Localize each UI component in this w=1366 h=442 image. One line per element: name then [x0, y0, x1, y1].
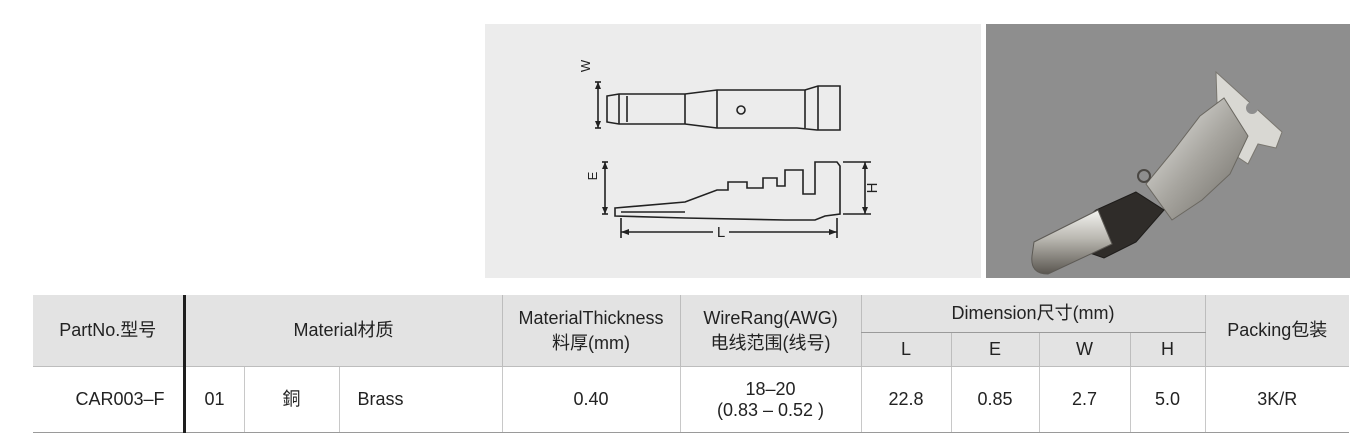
cell-partno: CAR003–F	[33, 366, 184, 433]
header-dim-h: H	[1129, 332, 1206, 367]
cell-dim-l: 22.8	[860, 366, 952, 433]
cell-dim-w: 2.7	[1038, 366, 1131, 433]
header-packing: Packing包装	[1204, 295, 1350, 367]
table-row: CAR003–F 01 銅 Brass 0.40 18–20 (0.83 – 0…	[33, 366, 1350, 433]
header-partno: PartNo.型号	[33, 295, 184, 367]
header-dimension: Dimension尺寸(mm)	[860, 295, 1206, 333]
header-dim-e: E	[950, 332, 1040, 367]
header-dim-l: L	[860, 332, 952, 367]
header-wire-en: WireRang(AWG)	[703, 307, 838, 328]
cell-material-cn: 銅	[243, 366, 339, 433]
dimension-label-h: H	[864, 183, 881, 194]
header-thickness-en: MaterialThickness	[518, 307, 664, 328]
cell-thickness: 0.40	[501, 366, 681, 433]
cell-wire-mm: (0.83 – 0.52 )	[716, 399, 825, 420]
cell-wire-range: 18–20 (0.83 – 0.52 )	[679, 366, 862, 433]
cell-material-code: 01	[182, 366, 244, 433]
header-material-thickness: MaterialThickness 料厚(mm)	[501, 295, 681, 367]
header-dim-w: W	[1038, 332, 1131, 367]
cell-dim-h: 5.0	[1129, 366, 1206, 433]
cell-packing: 3K/R	[1204, 366, 1350, 433]
cell-wire-awg: 18–20	[745, 378, 796, 399]
specification-table: PartNo.型号 Material材质 MaterialThickness 料…	[33, 295, 1350, 433]
header-thickness-cn: 料厚(mm)	[552, 332, 631, 353]
cell-dim-e: 0.85	[950, 366, 1040, 433]
header-material: Material材质	[182, 295, 503, 367]
terminal-dimension-drawing: W E H L	[578, 59, 881, 241]
product-photo	[986, 24, 1350, 278]
dimension-label-e: E	[585, 171, 600, 180]
header-wire-range: WireRang(AWG) 电线范围(线号)	[679, 295, 862, 367]
terminal-photo	[1031, 70, 1283, 275]
technical-drawing: W E H L	[485, 24, 981, 278]
dimension-label-w: W	[578, 59, 593, 72]
dimension-label-l: L	[717, 224, 725, 241]
header-wire-cn: 电线范围(线号)	[710, 332, 831, 353]
cell-material-en: Brass	[338, 366, 503, 433]
